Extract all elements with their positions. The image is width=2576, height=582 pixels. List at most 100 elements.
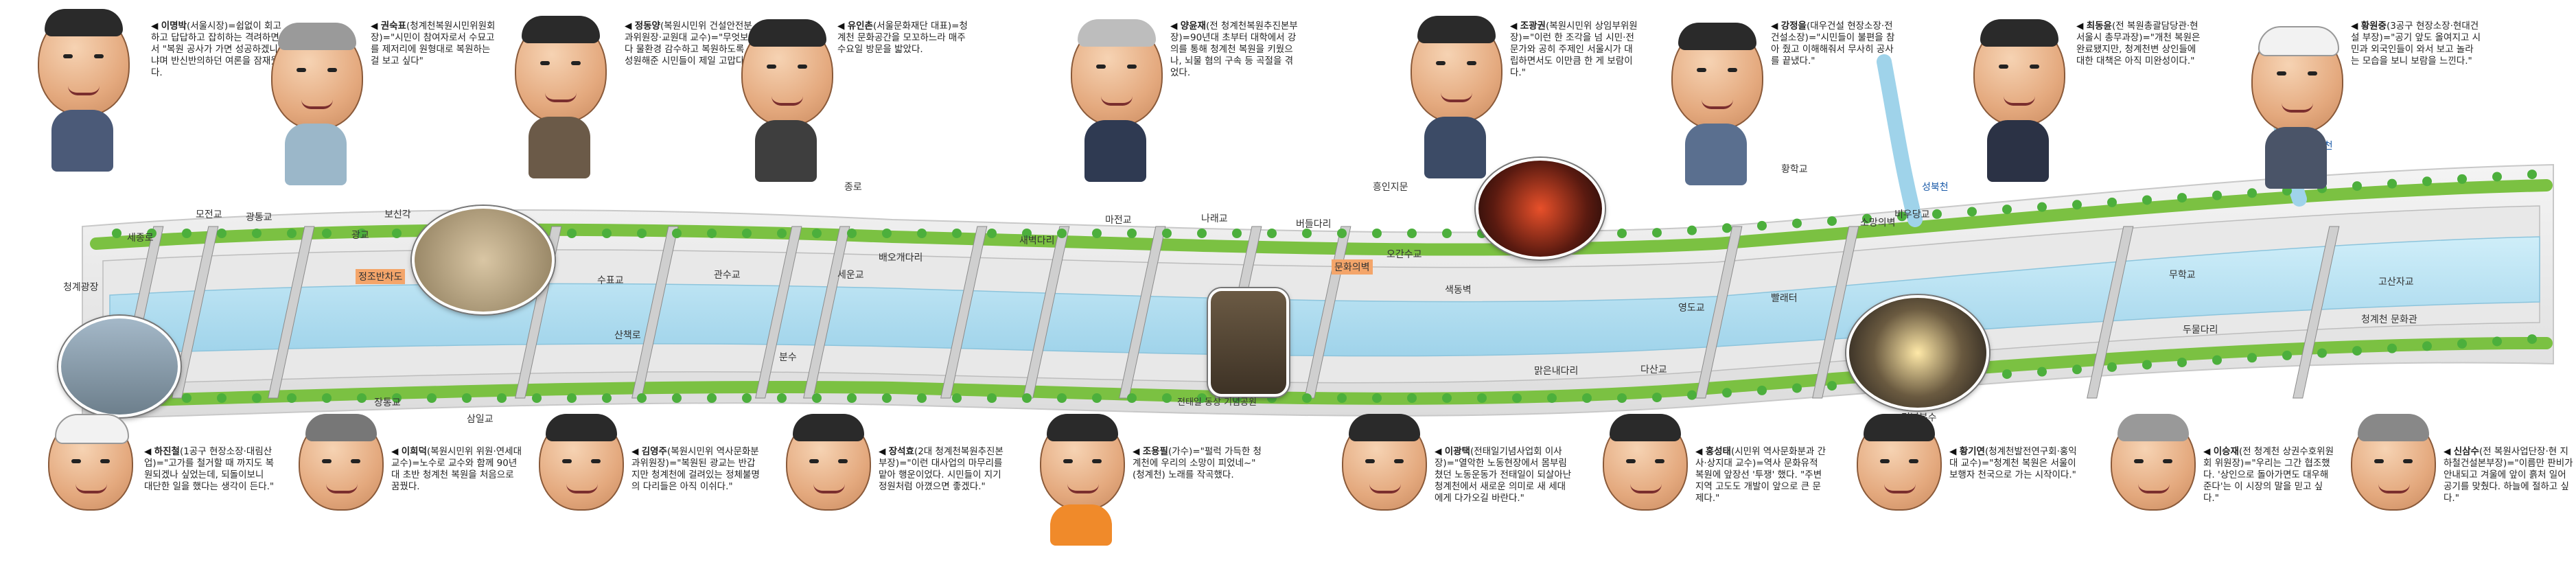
place-label: 두물다리 <box>2183 325 2218 336</box>
tree-icon <box>1092 393 1102 403</box>
person-quote-text: (1공구 현장소장·대림산업)="고가를 철거할 때 까지도 복원되겠나 싶었는… <box>144 446 275 492</box>
caricature-body <box>1685 124 1747 185</box>
tree-icon <box>2107 362 2117 372</box>
tree-icon <box>1792 383 1802 393</box>
tree-icon <box>707 229 717 238</box>
tree-icon <box>1512 393 1522 403</box>
photo-inset-tunnel <box>1476 158 1605 259</box>
tree-icon <box>1232 229 1242 238</box>
photo-inset-gwanggyo <box>412 206 555 314</box>
tree-icon <box>602 229 612 238</box>
person-quote: ◀ 이희덕(복원시민위 위원·연세대 교수)=노수로 교수와 함께 90년대 초… <box>391 446 522 492</box>
place-label: 청계천 문화관 <box>2361 314 2417 325</box>
caricature-body <box>1084 120 1146 182</box>
tree-icon <box>2247 353 2257 363</box>
caricature-head <box>1071 19 1163 126</box>
tree-icon <box>882 393 892 403</box>
tree-icon <box>2352 346 2362 356</box>
tree-icon <box>2212 190 2222 200</box>
person-quote: ◀ 조용필(가수)="펄럭 가득한 청계천에 우리의 소망이 피었네~" (청계… <box>1133 446 1262 480</box>
place-label: 무학교 <box>2169 270 2196 281</box>
person-quote: ◀ 조광권(복원시민위 상임부위원장)="이런 한 조각을 넘 시민·전문가와 … <box>1510 21 1638 78</box>
person-quote-text: (가수)="펄럭 가득한 청계천에 우리의 소망이 피었네~" (청계천) 노래… <box>1133 446 1262 480</box>
tree-icon <box>2387 343 2397 353</box>
person-quote: ◀ 권숙표(청계천복원시민위원회장)="시민이 참여자로서 수묘고를 제저리에 … <box>371 21 496 67</box>
tree-icon <box>2247 188 2257 198</box>
caricature-head <box>1411 16 1502 123</box>
tree-icon <box>322 229 332 238</box>
tree-icon <box>287 229 297 238</box>
tree-icon <box>1302 393 1312 403</box>
tree-icon <box>252 229 262 238</box>
person-bottom: ◀ 장석효(2대 청계천복원추진본부장)="이런 대사업의 마무리를 맡아 행운… <box>776 408 1003 580</box>
person-bottom: ◀ 이승재(전 청계천 상권수호위원회 위원장)="우리는 그간 협조했다. '… <box>2100 408 2334 580</box>
caricature-head <box>299 414 384 511</box>
tree-icon <box>742 393 752 403</box>
person-name: 하진철 <box>154 446 180 457</box>
person-name: 권숙표 <box>380 21 406 32</box>
tree-icon <box>1407 393 1417 403</box>
tree-icon <box>2527 334 2537 345</box>
person-quote-text: (전 청계천 상권수호위원회 위원장)="우리는 그간 협조했다. '상인으로 … <box>2203 446 2334 504</box>
caricature-body <box>51 110 113 172</box>
person-name: 최동윤 <box>2086 21 2112 32</box>
caricature-head <box>1603 414 1688 511</box>
person-quote-text: (서울문화재단 대표)=청계천 문화공간을 모꼬하느라 매주 수요일 방문을 밟… <box>837 21 968 55</box>
tree-icon <box>322 393 332 403</box>
tree-icon <box>2422 341 2432 351</box>
bridge-icon <box>631 226 679 399</box>
photo-inset-night-fountain <box>1846 295 1989 410</box>
person-quote: ◀ 홍성태(시민위 역사문화분과 간사·상지대 교수)=역사 문화유적 복원에 … <box>1695 446 1826 504</box>
person-name: 김영주 <box>641 446 667 457</box>
tree-icon <box>2317 348 2327 358</box>
person-quote: ◀ 신삼수(전 복원사업단장·현 지하철건설본부장)="이름만 판비가 안내되고… <box>2444 446 2573 504</box>
bridge-icon <box>1119 226 1166 399</box>
place-label: 버들다리 <box>1296 219 1332 230</box>
person-name: 유인촌 <box>847 21 873 32</box>
tree-icon <box>1757 220 1767 231</box>
person-quote-text: (전태일기념사업회 이사장)="열악한 노동현장에서 몸부림쳤던 노동운동가 전… <box>1435 446 1572 504</box>
person-top: ◀ 권숙표(청계천복원시민위원회장)="시민이 참여자로서 수묘고를 제저리에 … <box>261 7 495 185</box>
person-quote: ◀ 하진철(1공구 현장소장·대림산업)="고가를 철거할 때 까지도 복원되겠… <box>144 446 275 492</box>
tree-icon <box>1057 229 1067 238</box>
tree-icon <box>217 393 227 403</box>
place-label: 흥인지문 <box>1373 182 1408 193</box>
place-label: 광교 <box>351 230 369 241</box>
caricature-head <box>1342 414 1427 511</box>
caricature-body <box>1987 120 2049 182</box>
place-label: 오간수교 <box>1386 249 1422 260</box>
place-label: 마전교 <box>1105 215 1132 226</box>
tree-icon <box>1302 229 1312 238</box>
place-label: 색동벽 <box>1445 285 1472 296</box>
place-label: 종로 <box>844 182 862 193</box>
tree-icon <box>1792 218 1802 229</box>
caricature-head <box>741 19 833 126</box>
tree-icon <box>847 229 857 238</box>
tree-icon <box>1862 213 1872 224</box>
person-name: 조광권 <box>1520 21 1546 32</box>
person-name: 조용필 <box>1142 446 1168 457</box>
tree-icon <box>952 393 962 403</box>
tree-icon <box>1372 393 1382 403</box>
person-quote: ◀ 김영주(복원시민위 역사문화분과위원장)="복원된 광교는 반갑지만 청계천… <box>631 446 760 492</box>
person-name: 이명박 <box>161 21 187 32</box>
caricature-head <box>1857 414 1942 511</box>
person-quote: ◀ 양윤재(전 청계천복원추진본부장)=90년대 초부터 대학에서 강의를 통해… <box>1170 21 1298 78</box>
tree-icon <box>567 229 577 238</box>
place-label: 수표교 <box>597 275 624 286</box>
tree-icon <box>2492 172 2502 182</box>
person-name: 양윤재 <box>1180 21 1206 32</box>
person-quote-text: (시민위 역사문화분과 간사·상지대 교수)=역사 문화유적 복원에 앞장선 '… <box>1695 446 1826 504</box>
place-label: 청계광장 <box>63 282 99 293</box>
place-label: 새벽다리 <box>1019 235 1055 246</box>
tree-icon <box>182 229 192 238</box>
person-name: 황원중 <box>2360 21 2387 32</box>
person-top: ◀ 황원중(3공구 현장소장·현대건설 부장)="공기 앞도 올여지고 시민과 … <box>2238 7 2481 189</box>
tree-icon <box>217 229 227 238</box>
person-name: 이승재 <box>2213 446 2239 457</box>
tree-icon <box>182 393 192 403</box>
tree-icon <box>1337 229 1347 238</box>
tree-icon <box>917 229 927 238</box>
tree-icon <box>287 393 297 403</box>
